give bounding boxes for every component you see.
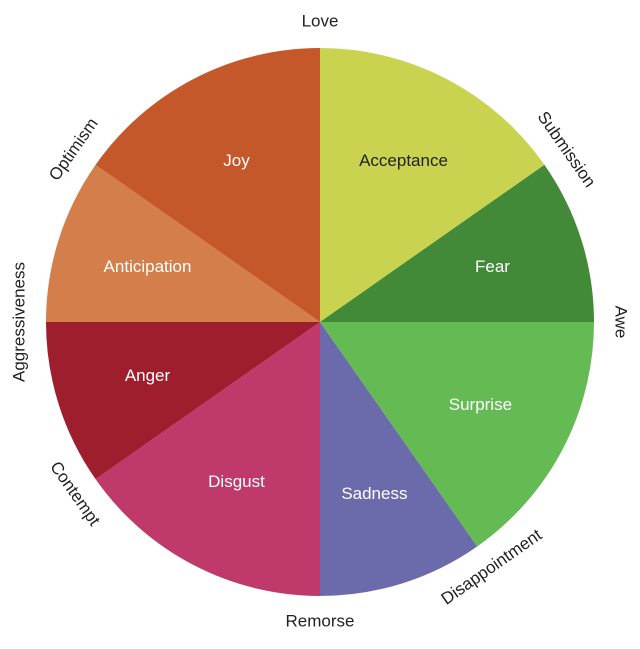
segment-fear <box>320 164 594 322</box>
label-anticipation: Anticipation <box>104 257 192 276</box>
label-joy: Joy <box>223 151 250 170</box>
segment-anticipation <box>46 164 320 322</box>
label-fear: Fear <box>475 257 510 276</box>
dyad-label-awe: Awe <box>612 306 631 339</box>
segment-sadness <box>320 322 478 596</box>
label-disgust: Disgust <box>208 472 265 491</box>
segment-surprise <box>320 322 594 547</box>
label-anger: Anger <box>125 366 171 385</box>
label-surprise: Surprise <box>449 395 512 414</box>
segment-joy <box>95 48 320 322</box>
dyad-label-aggressiveness: Aggressiveness <box>9 262 28 382</box>
label-acceptance: Acceptance <box>359 151 448 170</box>
label-sadness: Sadness <box>341 484 407 503</box>
segment-disgust <box>95 322 320 597</box>
segment-acceptance <box>320 48 545 322</box>
segment-anger <box>46 322 320 480</box>
dyad-label-love: Love <box>302 11 339 30</box>
dyad-label-remorse: Remorse <box>286 611 355 630</box>
